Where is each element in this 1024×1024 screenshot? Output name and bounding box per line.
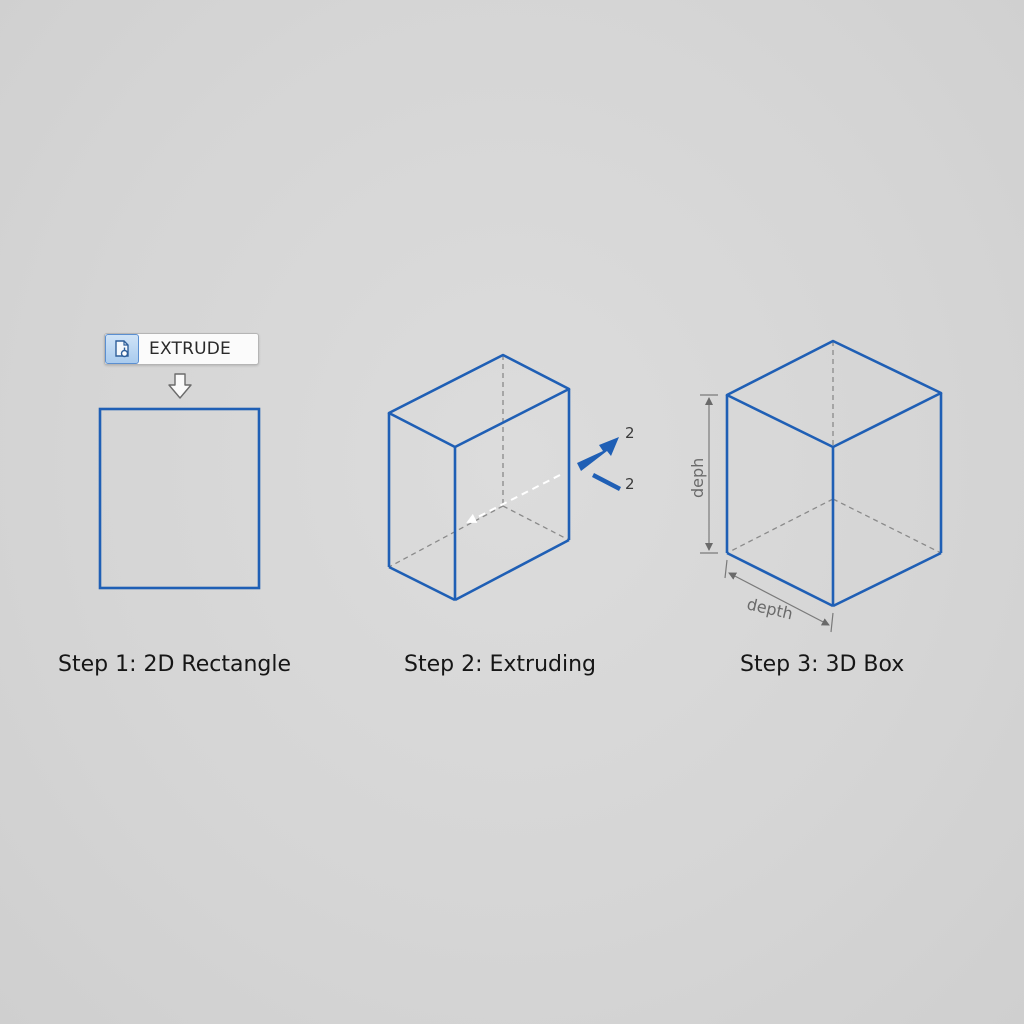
down-arrow-icon bbox=[168, 373, 192, 399]
extrude-icon bbox=[105, 334, 139, 364]
step2-box bbox=[387, 353, 571, 602]
extrude-direction-arrow-icon bbox=[577, 437, 619, 471]
step2-label-top: 2 bbox=[625, 424, 635, 442]
extrude-button-label: EXTRUDE bbox=[149, 339, 231, 359]
extrude-offset-dash-icon bbox=[592, 473, 621, 491]
step3-box bbox=[725, 339, 943, 608]
step3-caption: Step 3: 3D Box bbox=[740, 652, 905, 677]
extrude-button[interactable]: EXTRUDE bbox=[104, 333, 259, 365]
step1-rectangle bbox=[98, 407, 261, 590]
step1-caption: Step 1: 2D Rectangle bbox=[58, 652, 292, 677]
step3-depth-dimension bbox=[724, 559, 834, 633]
step2-label-bottom: 2 bbox=[625, 475, 635, 493]
step2-caption: Step 2: Extruding bbox=[404, 652, 597, 677]
dimension-label-depth: depth bbox=[745, 594, 795, 623]
step3-vertical-dimension bbox=[700, 394, 718, 554]
dimension-label-vertical: deph bbox=[688, 458, 707, 498]
